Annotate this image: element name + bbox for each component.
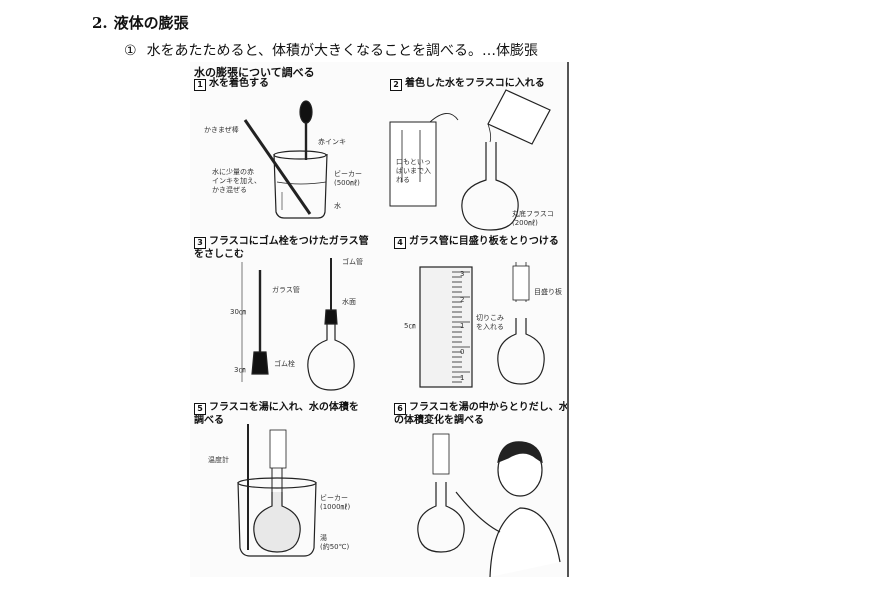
label-red-ink: 赤インキ (318, 138, 346, 146)
beaker-1000 (237, 481, 317, 557)
label-hot-water: 湯 (約50℃) (320, 534, 350, 551)
label-3cm: 3㎝ (234, 366, 246, 374)
scale-tick-label: 0 (460, 348, 465, 356)
stir-rod (243, 119, 312, 215)
person-figure (455, 441, 561, 577)
label-beaker-1000: ビーカー (1000㎖) (320, 494, 351, 511)
label-scale-board: 目盛り板 (534, 288, 562, 296)
scale-tick-label: 3 (460, 270, 465, 278)
round-flask-4 (497, 318, 545, 385)
step-text: 水を着色する (209, 78, 269, 89)
scale-board (419, 266, 473, 388)
step-text: フラスコを湯の中からとりだし、水 の体積変化を調べる (394, 402, 569, 426)
label-5cm: 5㎝ (404, 322, 416, 330)
experiment-illustration (237, 89, 561, 577)
figure-title: 水の膨張について調べる (194, 66, 315, 79)
rubber-stopper-3 (251, 351, 269, 375)
label-notch-note: 切りこみ を入れる (476, 314, 504, 331)
section-number: 2. (92, 14, 108, 32)
label-thermometer: 温度計 (208, 456, 229, 464)
section-title: 液体の膨張 (113, 14, 189, 32)
step-text: 着色した水をフラスコに入れる (405, 78, 545, 89)
step-number: 4 (394, 237, 406, 249)
section-heading: 2. 液体の膨張 (92, 12, 189, 33)
label-fill-note: 口もといっ ぱいまで入 れる (396, 158, 431, 184)
label-ink-note: 水に少量の赤 インキを加え、 かき混ぜる (212, 168, 261, 194)
step-number: 5 (194, 403, 206, 415)
subheading: ① 水をあたためると、体積が大きくなることを調べる。…体膨張 (124, 40, 538, 60)
label-rubber-stopper: ゴム栓 (274, 360, 295, 368)
label-round-flask: 丸底フラスコ (200㎖) (512, 210, 554, 227)
scale-tick-label: 2 (460, 296, 465, 304)
step-text: フラスコを湯に入れ、水の体積を 調べる (194, 402, 359, 426)
round-flask-3 (307, 324, 355, 391)
label-water-surface: 水面 (342, 298, 356, 306)
scale-tick-marks (452, 271, 470, 383)
round-flask-5 (253, 492, 301, 553)
label-stir-rod: かきまぜ棒 (204, 126, 239, 134)
subheading-text: 水をあたためると、体積が大きくなることを調べる。…体膨張 (146, 43, 539, 59)
label-rubber-tube: ゴム管 (342, 258, 363, 266)
label-glass-tube: ガラス管 (272, 286, 300, 294)
step-text: フラスコにゴム栓をつけたガラス管 をさしこむ (194, 236, 369, 260)
label-30cm: 30㎝ (230, 308, 246, 316)
subheading-marker: ① (124, 43, 137, 59)
label-beaker-500: ビーカー (500㎖) (334, 170, 362, 187)
scale-tick-label: 1 (460, 322, 465, 330)
step-number: 6 (394, 403, 406, 415)
round-flask-6 (417, 482, 465, 553)
inset-box (389, 121, 437, 207)
scale-tick-label: 1 (460, 374, 465, 382)
round-flask-2 (461, 142, 519, 231)
pouring-beaker (487, 89, 551, 145)
step-text: ガラス管に目盛り板をとりつける (409, 236, 559, 247)
dropper-icon (299, 100, 313, 160)
label-water: 水 (334, 202, 341, 210)
step-number: 3 (194, 237, 206, 249)
beaker-500 (273, 150, 328, 219)
step-number: 1 (194, 79, 206, 91)
step-number: 2 (390, 79, 402, 91)
